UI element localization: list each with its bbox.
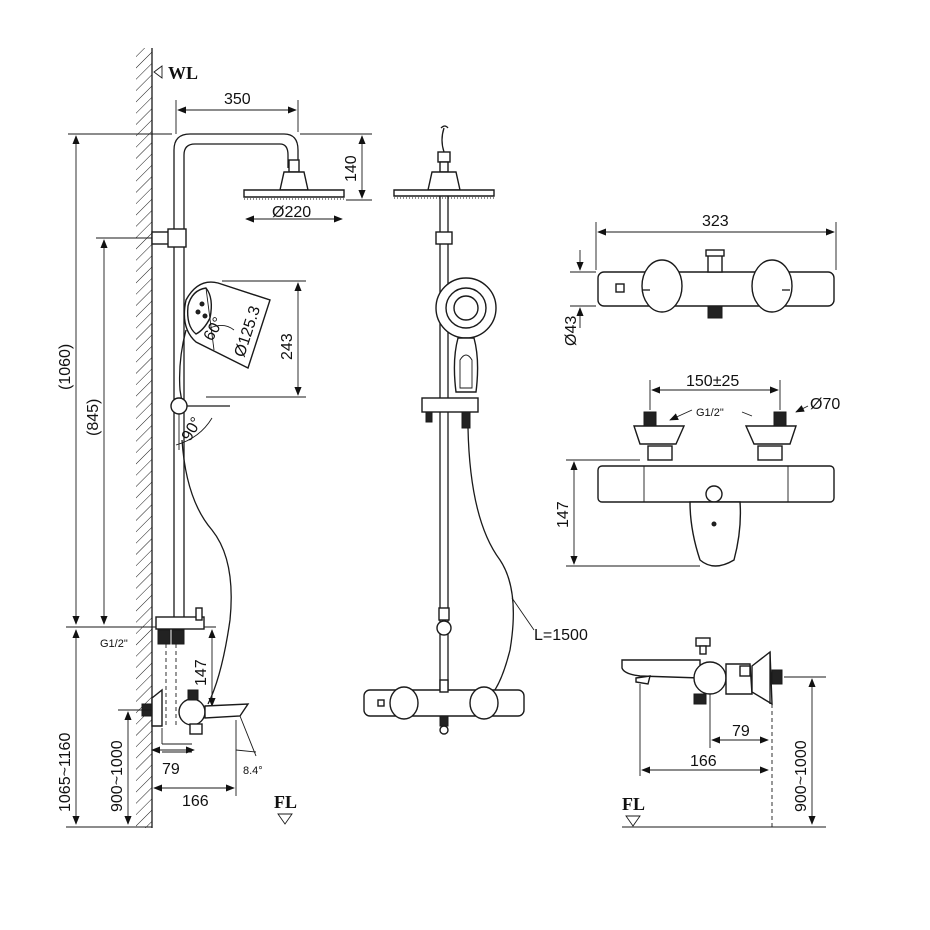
dim-arm-reach: 350 xyxy=(175,91,299,134)
dim-inlet-spacing-label: 150±25 xyxy=(686,373,739,390)
mixer-body-top xyxy=(597,249,835,319)
hose-left xyxy=(181,439,232,705)
mixer-body-front xyxy=(597,465,835,567)
inlet-thread-right: G1/2" xyxy=(669,407,753,421)
dim-arm-reach-label: 350 xyxy=(224,91,251,108)
dim-eccentric-diameter-label: Ø70 xyxy=(810,396,840,413)
dim-rail-height-label: (845) xyxy=(85,399,102,436)
mixer-front xyxy=(363,679,525,735)
dim-body-width-label: 323 xyxy=(702,213,729,230)
wall-level-marker: WL xyxy=(153,63,198,83)
dim-spout-79-right-label: 79 xyxy=(732,723,750,740)
floor-right: FL xyxy=(622,794,826,828)
eccentric-connectors xyxy=(633,411,797,461)
dim-handshower-height: 243 xyxy=(206,280,306,398)
inlet-thread-right-label: G1/2" xyxy=(696,407,724,419)
hand-shower-holder: 90° xyxy=(170,397,230,450)
floor-label-right: FL xyxy=(622,794,645,814)
dim-mixer-height-right-label: 147 xyxy=(555,501,572,528)
dim-total-height: (1060) xyxy=(57,133,172,625)
dim-spout-angle-label: 8.4° xyxy=(243,765,263,777)
dim-spout-166-right: 166 xyxy=(639,684,769,776)
dim-rail-height: (845) xyxy=(85,237,152,625)
mixer-front-view: 150±25 G1/2" Ø70 xyxy=(555,373,840,567)
mixer-side xyxy=(141,688,250,753)
dim-head-diameter-label: Ø220 xyxy=(272,204,311,221)
wall-label: WL xyxy=(168,63,198,83)
dim-spout-79-left-label: 79 xyxy=(162,761,180,778)
dim-mixer-floor-left: 900~1000 xyxy=(109,709,152,825)
dim-spout-angle: 8.4° xyxy=(235,715,263,777)
mixer-side-view: 79 166 900~1000 FL xyxy=(621,637,826,828)
dim-spout-79-left: 79 xyxy=(151,746,195,778)
dim-total-height-label: (1060) xyxy=(57,344,74,390)
side-view: WL 350 140 xyxy=(57,48,372,828)
holder-front xyxy=(421,397,479,429)
dim-mixer-height-left: 147 xyxy=(165,629,216,728)
dim-spout-79-right: 79 xyxy=(709,694,769,748)
dim-head-diameter: Ø220 xyxy=(245,204,343,223)
hose-length-label: L=1500 xyxy=(534,627,588,644)
front-view: L=1500 xyxy=(363,125,588,735)
dim-spout-166-right-label: 166 xyxy=(690,753,717,770)
dim-mixer-floor-right: 900~1000 xyxy=(784,676,826,825)
dim-handshower-height-label: 243 xyxy=(279,333,296,360)
dim-body-width: 323 xyxy=(595,213,837,270)
hose-front xyxy=(467,427,514,701)
dim-head-drop: 140 xyxy=(300,133,372,201)
wall-bracket xyxy=(151,228,187,248)
dim-holder-angle-label: 90° xyxy=(179,415,206,444)
dim-mixer-height-right: 147 xyxy=(555,459,700,567)
floor-left: FL xyxy=(66,792,297,828)
floor-label-left: FL xyxy=(274,792,297,812)
overhead-shower-front xyxy=(393,125,495,199)
hand-shower-side xyxy=(178,281,271,403)
dim-inlet-spacing: 150±25 xyxy=(649,373,781,410)
dim-body-diameter: Ø43 xyxy=(563,250,596,346)
mixer-side-right xyxy=(621,637,783,706)
overhead-shower-head xyxy=(243,159,345,200)
dim-head-drop-label: 140 xyxy=(343,155,360,182)
dim-mixer-height-left-label: 147 xyxy=(193,659,210,686)
hand-shower-front xyxy=(435,277,497,393)
dim-install-height: 1065~1160 xyxy=(57,629,80,825)
dim-install-height-label: 1065~1160 xyxy=(57,733,74,812)
dim-spout-166-left-label: 166 xyxy=(182,793,209,810)
diverter-joint xyxy=(436,607,452,636)
mixer-top-view: 323 Ø43 xyxy=(563,213,837,346)
inlet-thread-left: G1/2" xyxy=(100,638,128,650)
dim-body-diameter-label: Ø43 xyxy=(563,316,580,346)
riser-pipe xyxy=(173,133,299,620)
dim-spout-166-left: 166 xyxy=(153,720,237,810)
dim-mixer-floor-right-label: 900~1000 xyxy=(793,740,810,812)
mixer-top-outlet: G1/2" xyxy=(66,607,216,650)
dim-eccentric-diameter: Ø70 xyxy=(795,396,840,413)
dim-mixer-floor-left-label: 900~1000 xyxy=(109,740,126,812)
hose-length: L=1500 xyxy=(511,597,588,644)
